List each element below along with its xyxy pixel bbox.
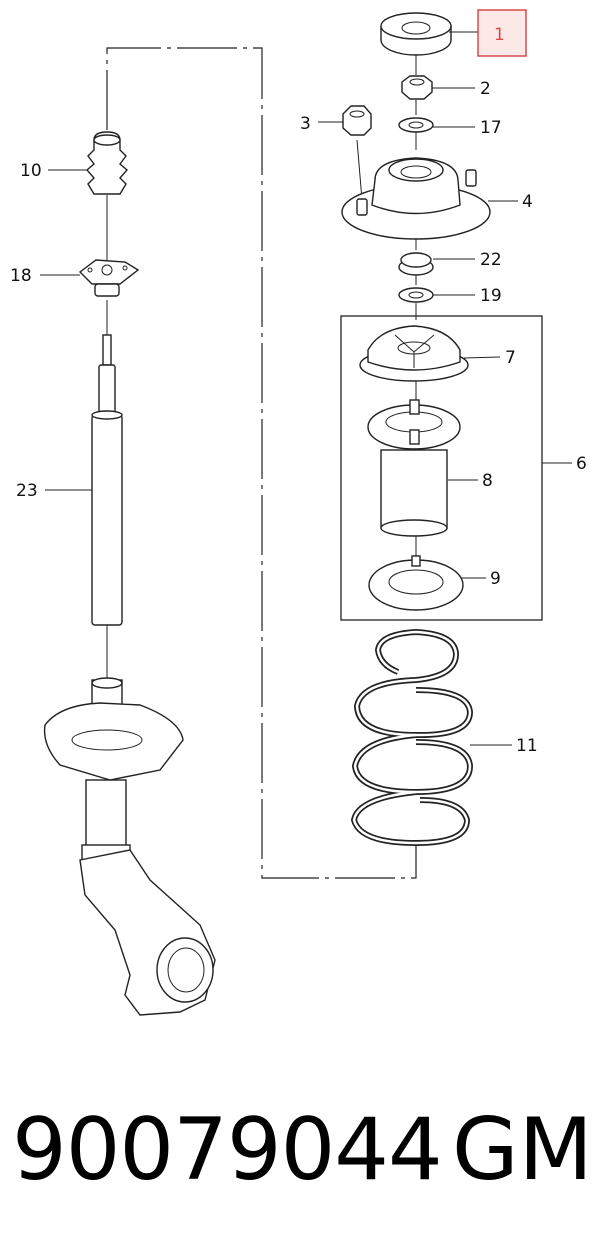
washer-17 [398,117,434,133]
strut-housing [43,677,216,1016]
callout-2: 2 [480,79,491,99]
callout-3: 3 [300,114,311,134]
brand-label: GM [452,1100,593,1200]
kit-frame [340,315,543,621]
callout-19: 19 [480,286,502,306]
washer-19 [398,287,434,303]
strut-exploded-diagram: 1 2 3 17 4 22 19 7 6 8 9 11 10 18 23 [10,9,587,1016]
part-number: 90079044 [12,1100,443,1200]
callout-6: 6 [576,454,587,474]
callout-18: 18 [10,266,32,286]
callout-1: 1 [494,25,505,45]
callout-17: 17 [480,118,502,138]
lower-spring-seat [368,555,464,611]
footer: 90079044 GM [0,1080,600,1230]
callout-11: 11 [516,736,538,756]
top-cap [380,12,452,56]
callout-7: 7 [505,348,516,368]
bump-stop [86,131,128,195]
shock-absorber [91,334,123,626]
nut-3 [342,105,372,136]
callout-9: 9 [490,569,501,589]
callout-1-highlight [477,9,527,57]
callout-23: 23 [16,481,38,501]
callout-4: 4 [522,192,533,212]
callout-10: 10 [20,161,42,181]
spring-plate [78,259,140,297]
upper-spring-seat [359,325,469,382]
coil-spring [350,628,474,847]
nut-2 [401,75,433,100]
strut-mount [341,157,491,240]
callout-22: 22 [480,250,502,270]
callout-8: 8 [482,471,493,491]
assembly-path [106,47,417,879]
dust-boot [367,399,461,537]
bearing-22 [398,252,434,276]
